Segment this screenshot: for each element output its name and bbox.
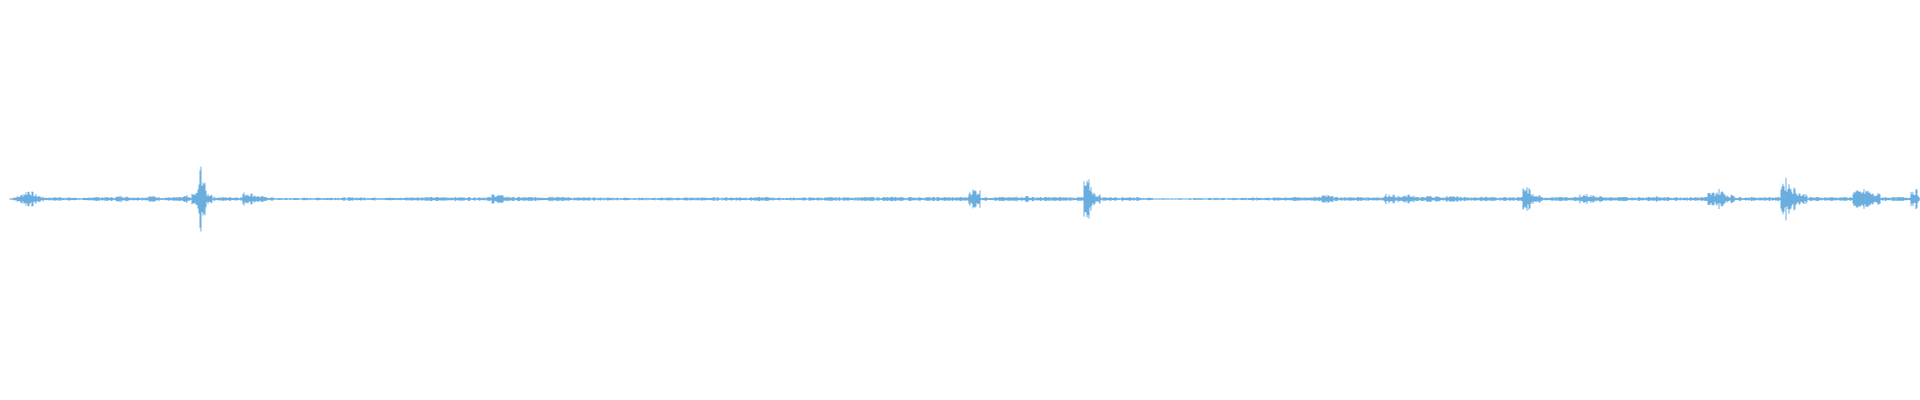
waveform-bars [9,166,1920,232]
